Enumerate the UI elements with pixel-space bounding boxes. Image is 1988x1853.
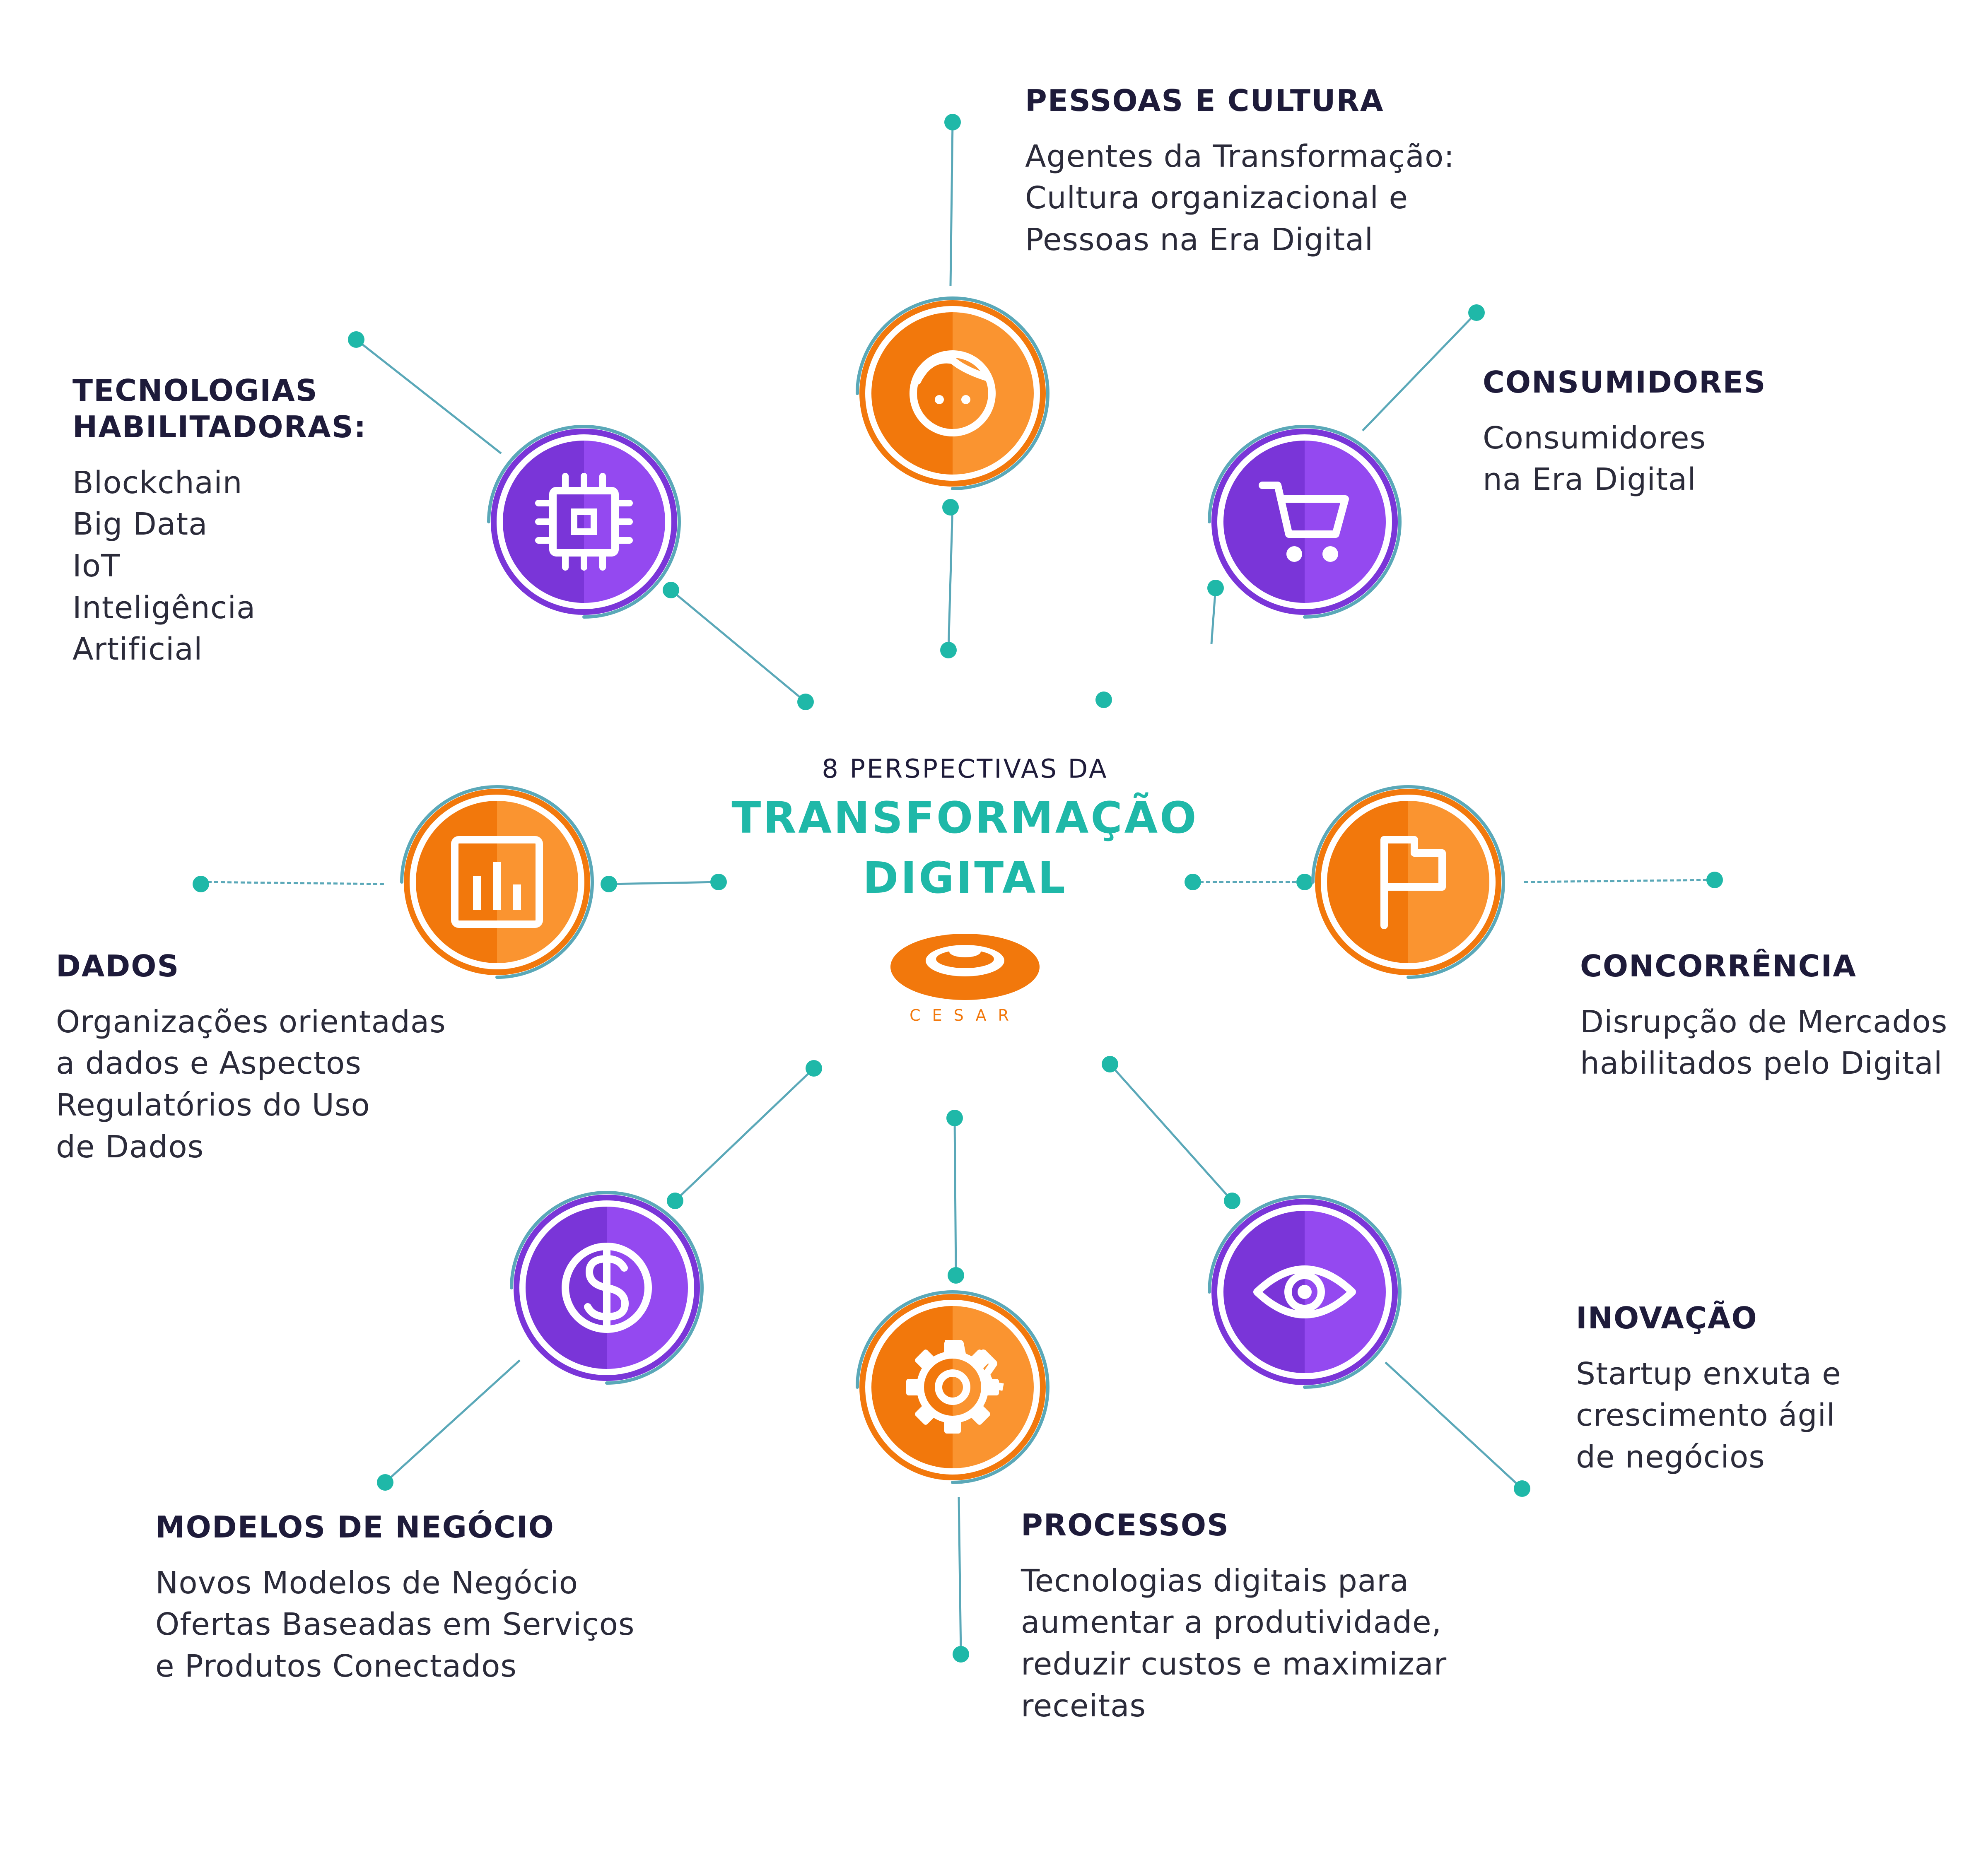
label-pessoas-cultura: PESSOAS E CULTURA Agentes da Transformaç…: [1025, 83, 1455, 261]
bar-chart-icon: [451, 836, 543, 928]
desc-inovacao: Startup enxuta e crescimento ágil de neg…: [1576, 1356, 1841, 1475]
chip-icon: [535, 473, 633, 571]
eye-icon: [1253, 1265, 1356, 1318]
title-modelos-negocio: MODELOS DE NEGÓCIO: [155, 1510, 555, 1545]
label-concorrencia: CONCORRÊNCIA Disrupção de Mercados habil…: [1580, 948, 1947, 1084]
gear-icon: [906, 1340, 1004, 1434]
title-concorrencia: CONCORRÊNCIA: [1580, 949, 1857, 983]
logo-wordmark: CESAR: [910, 1006, 1021, 1024]
desc-pessoas-cultura: Agentes da Transformação: Cultura organi…: [1025, 138, 1455, 258]
title-pessoas-cultura: PESSOAS E CULTURA: [1025, 83, 1384, 118]
node-pessoas-cultura: [841, 282, 1064, 505]
flag-icon: [1380, 836, 1446, 929]
node-consumidores: [1193, 410, 1416, 634]
node-tecnologias-habilitadoras: [472, 410, 696, 634]
node-concorrencia: [1296, 770, 1520, 994]
center-title-block: 8 PERSPECTIVAS DA TRANSFORMAÇÃO DIGITAL: [725, 754, 1205, 904]
title-tecnologias-habilitadoras: TECNOLOGIAS HABILITADORAS:: [72, 373, 367, 444]
desc-processos: Tecnologias digitais para aumentar a pro…: [1021, 1563, 1447, 1724]
node-processos: [841, 1275, 1064, 1499]
dollar-icon: [562, 1243, 652, 1333]
center-subtitle: 8 PERSPECTIVAS DA: [822, 754, 1108, 784]
node-modelos-negocio: [495, 1176, 719, 1400]
label-processos: PROCESSOS Tecnologias digitais para aume…: [1021, 1507, 1447, 1727]
shopping-cart-icon: [1259, 482, 1349, 562]
node-dados: [385, 770, 609, 994]
title-dados: DADOS: [56, 949, 180, 983]
title-processos: PROCESSOS: [1021, 1508, 1229, 1542]
desc-concorrencia: Disrupção de Mercados habilitados pelo D…: [1580, 1004, 1948, 1082]
desc-consumidores: Consumidores na Era Digital: [1483, 420, 1706, 498]
desc-modelos-negocio: Novos Modelos de Negócio Ofertas Baseada…: [155, 1565, 635, 1684]
center-title-line1: TRANSFORMAÇÃO: [731, 793, 1199, 843]
label-modelos-negocio: MODELOS DE NEGÓCIO Novos Modelos de Negó…: [155, 1509, 635, 1687]
face-icon: [910, 350, 996, 436]
label-consumidores: CONSUMIDORES Consumidores na Era Digital: [1483, 364, 1766, 501]
desc-tecnologias-habilitadoras: Blockchain Big Data IoT Inteligência Art…: [72, 465, 256, 667]
title-consumidores: CONSUMIDORES: [1483, 365, 1766, 400]
cesar-logo: CESAR: [886, 932, 1044, 1031]
node-inovacao: [1193, 1180, 1416, 1404]
title-inovacao: INOVAÇÃO: [1576, 1301, 1758, 1335]
desc-dados: Organizações orientadas a dados e Aspect…: [56, 1004, 446, 1165]
label-inovacao: INOVAÇÃO Startup enxuta e crescimento ág…: [1576, 1300, 1841, 1478]
center-title-line2: DIGITAL: [863, 852, 1067, 903]
label-tecnologias-habilitadoras: TECNOLOGIAS HABILITADORAS: Blockchain Bi…: [72, 373, 367, 670]
label-dados: DADOS Organizações orientadas a dados e …: [56, 948, 446, 1168]
